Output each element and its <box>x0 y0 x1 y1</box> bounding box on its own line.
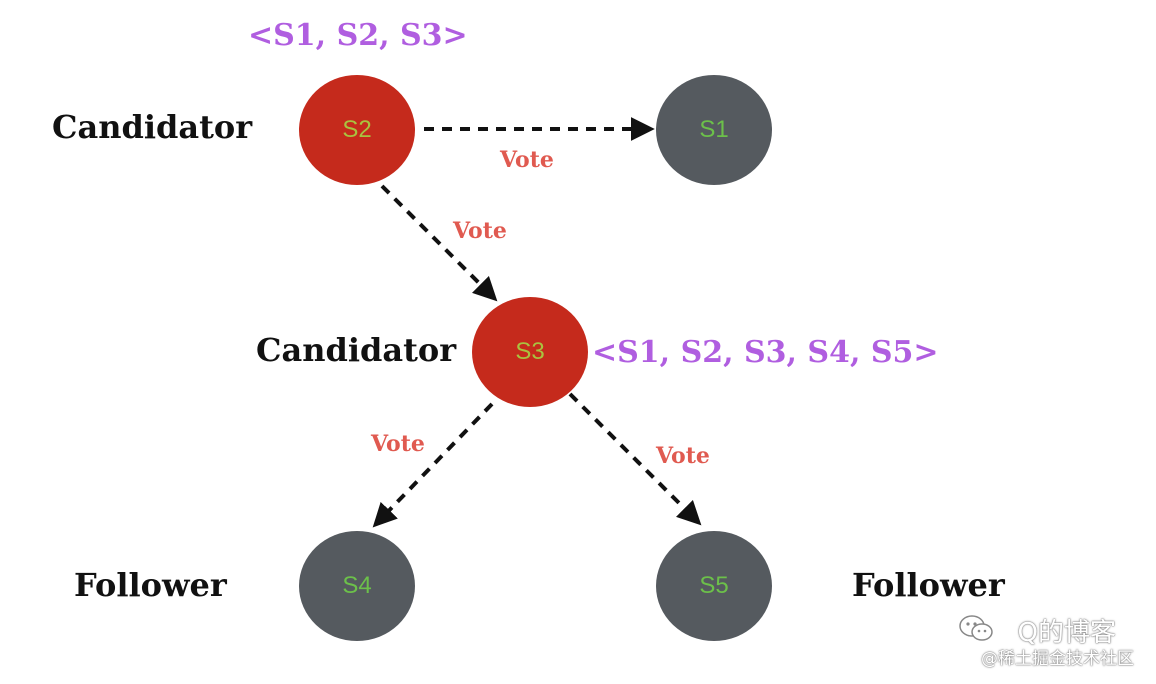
node-s1: S1 <box>656 75 772 185</box>
node-s2: S2 <box>299 75 415 185</box>
s4-role-label: Follower <box>74 566 227 604</box>
s3-vote-set: <S1, S2, S3, S4, S5> <box>592 335 939 370</box>
s3-role-label: Candidator <box>256 331 457 369</box>
watermark-title: Q的博客 <box>1017 618 1116 648</box>
edge-label-s2-s3: Vote <box>453 218 507 244</box>
watermark-subtitle: @稀土掘金技术社区 <box>981 649 1134 669</box>
edge-label-s3-s4: Vote <box>371 431 425 457</box>
edge-label-s3-s5: Vote <box>656 443 710 469</box>
edge-s3-s5 <box>568 392 702 526</box>
edge-label-s2-s1: Vote <box>500 147 554 173</box>
s2-vote-set: <S1, S2, S3> <box>248 18 468 53</box>
s5-role-label: Follower <box>852 566 1005 604</box>
s2-role-label: Candidator <box>52 108 253 146</box>
edge-s3-s4 <box>372 402 494 528</box>
wechat-icon <box>959 615 993 641</box>
edge-s2-s3 <box>380 184 498 302</box>
node-s4: S4 <box>299 531 415 641</box>
node-s5: S5 <box>656 531 772 641</box>
node-s3: S3 <box>472 297 588 407</box>
